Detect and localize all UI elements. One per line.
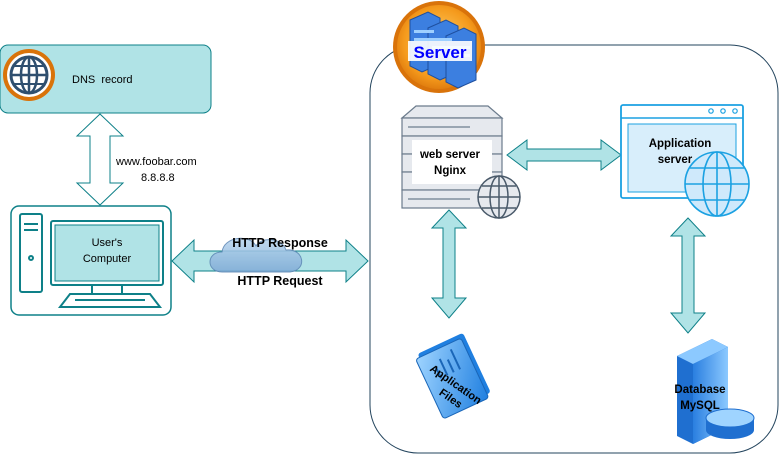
globe-icon <box>3 49 55 101</box>
web-server-label-line1: web server <box>419 149 481 161</box>
computer-icon <box>19 213 164 308</box>
app-db-arrow <box>669 217 707 334</box>
application-server-label-line1: Application <box>649 138 712 150</box>
users-computer-label-line2: Computer <box>83 253 132 265</box>
domain-name: www.foobar.com <box>115 156 197 168</box>
web-globe-icon <box>477 175 521 219</box>
server-badge-label: Server <box>414 43 467 62</box>
database-label-line2: MySQL <box>680 400 720 412</box>
users-computer-label-line1: User's <box>92 237 123 249</box>
dns-record-label: DNS record <box>72 74 133 86</box>
application-server-label-line2: server <box>658 154 693 166</box>
web-files-arrow <box>430 209 468 319</box>
ip-address: 8.8.8.8 <box>141 172 175 184</box>
web-server-label-line2: Nginx <box>434 165 467 177</box>
app-globe-icon <box>684 151 750 217</box>
dns-record-box <box>0 44 212 114</box>
database-label-line1: Database <box>674 384 725 396</box>
http-request-label: HTTP Request <box>237 274 323 288</box>
application-files-icon <box>416 333 490 419</box>
database-icon <box>677 339 755 444</box>
cloud-icon <box>209 237 302 273</box>
dns-lookup-arrow <box>75 113 125 206</box>
server-badge-icon <box>393 1 485 93</box>
web-server-label-bg <box>412 140 492 184</box>
http-response-label: HTTP Response <box>232 236 328 250</box>
